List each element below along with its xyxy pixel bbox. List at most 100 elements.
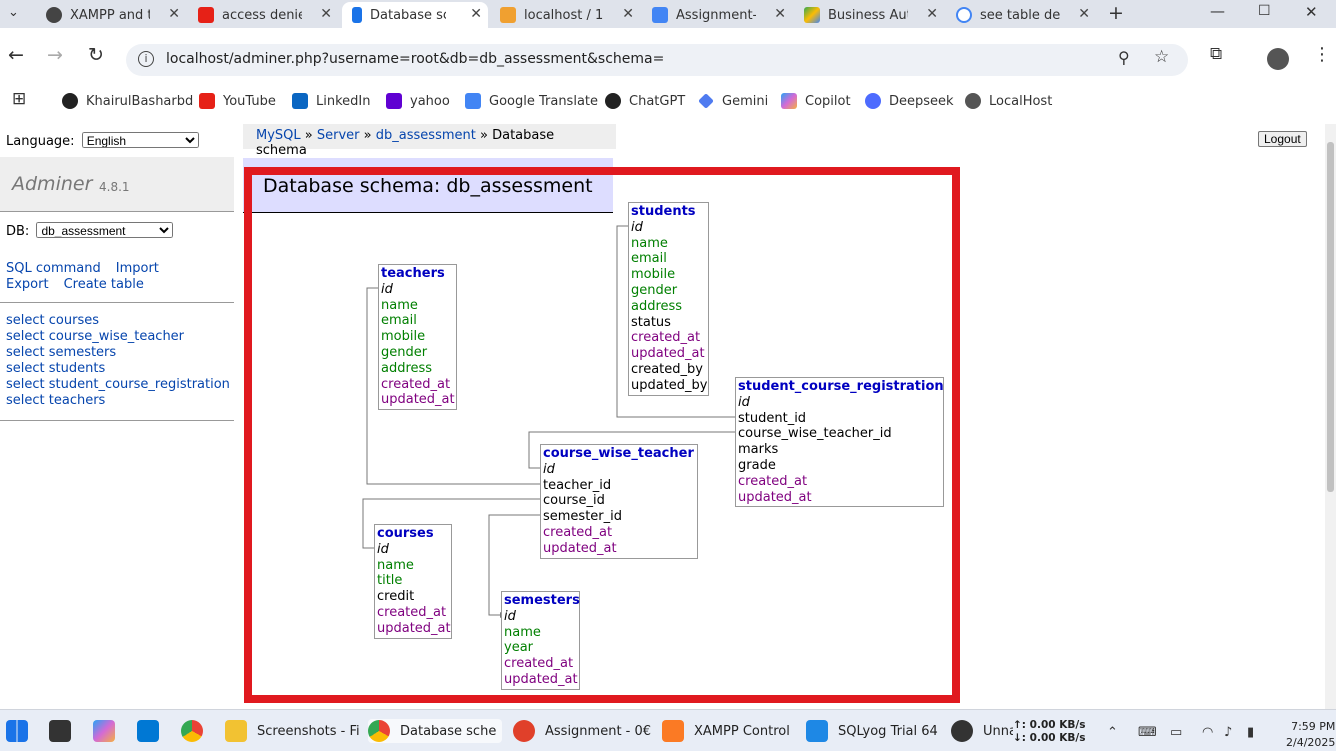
bookmark-chatgpt[interactable]: ChatGPT bbox=[605, 93, 685, 109]
breadcrumb-current: Database schema bbox=[256, 128, 555, 158]
tab-favicon-icon bbox=[46, 7, 62, 23]
select-semesters-link[interactable]: select semesters bbox=[6, 345, 117, 360]
bookmark-copilot[interactable]: Copilot bbox=[781, 93, 851, 109]
taskbar-item-sqlyog[interactable]: SQLyog Trial 64 bbox=[806, 719, 940, 743]
start-button[interactable] bbox=[6, 719, 38, 743]
taskbar-item-unnamed-db[interactable]: Unnamed db a bbox=[951, 719, 1013, 743]
close-icon[interactable]: ✕ bbox=[622, 6, 634, 22]
bookmark-linkedin[interactable]: LinkedIn bbox=[292, 93, 370, 109]
system-clock[interactable]: 7:59 PM 2/4/2025 bbox=[1286, 720, 1336, 749]
volume-icon[interactable]: ♪ bbox=[1224, 725, 1233, 740]
window-close-button[interactable]: ✕ bbox=[1305, 3, 1318, 21]
apps-grid-icon[interactable]: ⊞ bbox=[12, 89, 27, 109]
taskbar-item-assignment[interactable]: Assignment - 0€ bbox=[513, 719, 651, 743]
taskbar-item-database-schema[interactable]: Database schem bbox=[368, 719, 502, 743]
scrollbar-thumb[interactable] bbox=[1327, 142, 1334, 492]
close-icon[interactable]: ✕ bbox=[1078, 6, 1090, 22]
profile-avatar[interactable] bbox=[1267, 48, 1289, 70]
schema-column: marks bbox=[738, 442, 779, 458]
breadcrumb-server[interactable]: Server bbox=[316, 128, 360, 143]
select-students-link[interactable]: select students bbox=[6, 361, 106, 376]
taskbar-item-screenshots[interactable]: Screenshots - Fi bbox=[225, 719, 360, 743]
tab-google-search[interactable]: see table des ✕ bbox=[946, 2, 1096, 28]
extensions-icon[interactable]: ⧉ bbox=[1210, 44, 1223, 64]
schema-column: teacher_id bbox=[543, 477, 612, 493]
page-scrollbar[interactable] bbox=[1325, 124, 1336, 709]
tab-database-schema[interactable]: Database sch ✕ bbox=[342, 2, 488, 28]
address-bar[interactable]: i localhost/adminer.php?username=root&db… bbox=[126, 44, 1188, 76]
import-link[interactable]: Import bbox=[115, 261, 159, 276]
schema-table-name[interactable]: student_course_registration bbox=[738, 379, 944, 394]
tray-chevron-up-icon[interactable]: ⌃ bbox=[1107, 725, 1118, 740]
tab-xampp[interactable]: XAMPP and t ✕ bbox=[36, 2, 186, 28]
new-tab-button[interactable]: + bbox=[1108, 2, 1124, 24]
select-student-course-registration-link[interactable]: select student_course_registration bbox=[6, 377, 230, 392]
schema-table-name[interactable]: semesters bbox=[504, 593, 580, 608]
keyboard-icon[interactable]: ⌨ bbox=[1138, 725, 1157, 740]
taskbar-pinned-app[interactable] bbox=[49, 719, 81, 743]
tab-phpmyadmin[interactable]: localhost / 1 ✕ bbox=[490, 2, 640, 28]
tab-business[interactable]: Business Aut ✕ bbox=[794, 2, 944, 28]
schema-table-name[interactable]: course_wise_teacher bbox=[543, 446, 694, 461]
bookmark-youtube[interactable]: YouTube bbox=[199, 93, 276, 109]
minimize-button[interactable]: — bbox=[1210, 2, 1225, 20]
tab-assignment[interactable]: Assignment- ✕ bbox=[642, 2, 792, 28]
site-info-icon[interactable]: i bbox=[138, 51, 154, 67]
breadcrumb-db[interactable]: db_assessment bbox=[375, 128, 476, 143]
bookmark-google-translate[interactable]: Google Translate bbox=[465, 93, 598, 109]
close-icon[interactable]: ✕ bbox=[470, 6, 482, 22]
taskbar-pinned-app[interactable] bbox=[181, 719, 213, 743]
export-link[interactable]: Export bbox=[6, 276, 49, 292]
taskbar-item-xampp[interactable]: XAMPP Control bbox=[662, 719, 796, 743]
create-table-link[interactable]: Create table bbox=[63, 276, 144, 292]
wifi-icon[interactable]: ◠ bbox=[1202, 725, 1214, 740]
schema-table-name[interactable]: teachers bbox=[381, 266, 445, 281]
close-icon[interactable]: ✕ bbox=[926, 6, 938, 22]
select-teachers-link[interactable]: select teachers bbox=[6, 393, 106, 408]
schema-table-name[interactable]: students bbox=[631, 204, 696, 219]
linkedin-icon bbox=[292, 93, 308, 109]
bookmark-yahoo[interactable]: yahoo bbox=[386, 93, 450, 109]
close-icon[interactable]: ✕ bbox=[774, 6, 786, 22]
sql-command-link[interactable]: SQL command bbox=[6, 261, 101, 276]
close-icon[interactable]: ✕ bbox=[168, 6, 180, 22]
tray-app-icon[interactable]: ▭ bbox=[1170, 725, 1183, 740]
schema-table-name[interactable]: courses bbox=[377, 526, 434, 541]
select-course-wise-teacher-link[interactable]: select course_wise_teacher bbox=[6, 329, 185, 344]
address-url[interactable]: localhost/adminer.php?username=root&db=d… bbox=[166, 51, 665, 67]
reload-icon[interactable]: ↻ bbox=[88, 44, 104, 66]
bookmark-star-icon[interactable]: ☆ bbox=[1154, 47, 1170, 67]
xampp-icon bbox=[662, 720, 684, 742]
bookmark-localhost[interactable]: LocalHost bbox=[965, 93, 1052, 109]
bookmark-khairulbasharbd[interactable]: KhairulBasharbd bbox=[62, 93, 193, 109]
sqlyog-icon bbox=[806, 720, 828, 742]
tab-access-denied[interactable]: access denie ✕ bbox=[188, 2, 338, 28]
action-links: SQL command Import Export Create table bbox=[6, 261, 174, 292]
bookmark-deepseek[interactable]: Deepseek bbox=[865, 93, 954, 109]
forward-icon[interactable]: → bbox=[47, 44, 63, 66]
select-courses-link[interactable]: select courses bbox=[6, 313, 99, 328]
breadcrumb-mysql[interactable]: MySQL bbox=[256, 128, 301, 143]
back-icon[interactable]: ← bbox=[8, 44, 24, 66]
adminer-logo-link[interactable]: Adminer bbox=[12, 173, 93, 195]
menu-kebab-icon[interactable]: ⋮ bbox=[1313, 44, 1331, 65]
logout-button[interactable]: Logout bbox=[1258, 131, 1307, 147]
taskbar-pinned-app[interactable] bbox=[93, 719, 125, 743]
schema-column: year bbox=[504, 640, 534, 656]
battery-icon[interactable]: ▮ bbox=[1247, 725, 1255, 740]
taskbar-pinned-app[interactable] bbox=[137, 719, 169, 743]
close-icon[interactable]: ✕ bbox=[320, 6, 332, 22]
tab-search-icon[interactable]: ⌄ bbox=[8, 5, 19, 20]
folder-icon bbox=[225, 720, 247, 742]
zoom-icon[interactable]: ⚲ bbox=[1118, 48, 1130, 67]
bookmark-gemini[interactable]: Gemini bbox=[698, 93, 768, 109]
language-select[interactable]: English bbox=[81, 132, 199, 148]
maximize-button[interactable]: ☐ bbox=[1258, 3, 1271, 19]
db-select[interactable]: db_assessment bbox=[36, 222, 174, 238]
